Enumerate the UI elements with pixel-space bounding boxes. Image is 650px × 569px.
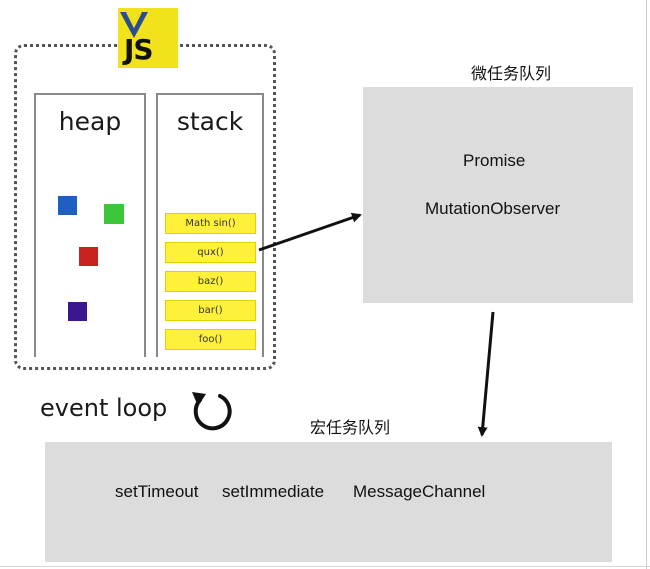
heap-object-blue [58, 196, 77, 215]
heap-panel: heap [34, 93, 146, 357]
macrotask-queue-title: 宏任务队列 [310, 418, 391, 437]
bottom-border-line [0, 566, 650, 567]
heap-object-purple [68, 302, 87, 321]
macrotask-item-settimeout: setTimeout [115, 482, 199, 501]
js-logo: JS [118, 8, 178, 68]
microtask-item-mutation-observer: MutationObserver [425, 199, 561, 218]
right-border-line [646, 0, 647, 569]
microtask-queue-box [363, 87, 633, 303]
arrow-stack-to-microtask [258, 212, 362, 252]
arrow-microtask-to-macrotask [477, 311, 495, 437]
circular-arrow-icon [192, 392, 232, 431]
macrotask-item-messagechannel: MessageChannel [353, 482, 486, 501]
stack-frame-foo: foo() [165, 329, 256, 350]
js-logo-mark-icon [120, 11, 148, 38]
stack-title: stack [176, 107, 244, 136]
js-logo-text: JS [124, 33, 154, 66]
macrotask-queue-box [45, 442, 612, 562]
microtask-queue-title: 微任务队列 [471, 64, 552, 83]
event-loop-label: event loop [40, 394, 168, 422]
macrotask-item-setimmediate: setImmediate [222, 482, 325, 501]
stack-frame-bar: bar() [165, 300, 256, 321]
stack-frame-baz: baz() [165, 271, 256, 292]
heap-object-red [79, 247, 98, 266]
stack-panel: stack [156, 93, 264, 357]
heap-title: heap [58, 107, 122, 136]
stack-frame-math-sin: Math sin() [165, 213, 256, 234]
stack-frame-qux: qux() [165, 242, 256, 263]
heap-object-green [104, 204, 124, 224]
microtask-item-promise: Promise [463, 151, 526, 170]
